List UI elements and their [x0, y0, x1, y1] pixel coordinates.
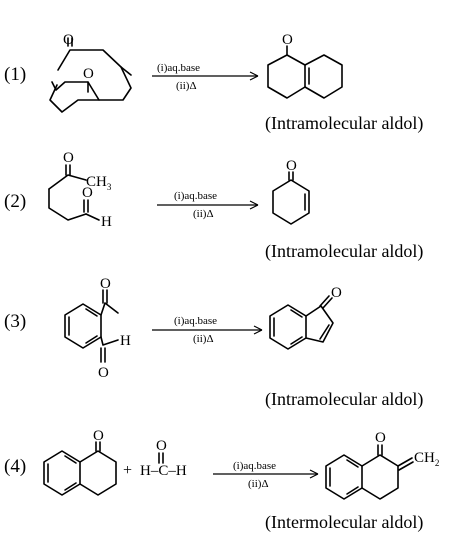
reaction-2-reactant: [48, 164, 100, 221]
reaction-1-reactant-oxygen-b: O: [83, 66, 94, 82]
reaction-4-product-methylene: CH2: [414, 450, 439, 468]
reaction-4-formaldehyde: [158, 452, 164, 464]
reaction-2-condition-2: (ii)Δ: [193, 208, 214, 220]
reaction-1: (1) O O (i)aq.base (ii)Δ O (Intramolecul…: [4, 32, 423, 134]
reaction-1-type: (Intramolecular aldol): [265, 113, 423, 134]
reaction-1-condition-2: (ii)Δ: [176, 80, 197, 92]
reaction-3-condition-2: (ii)Δ: [193, 333, 214, 345]
reaction-3: (3) O H O (i)aq.base (ii)Δ: [4, 276, 423, 410]
reaction-2-number: (2): [4, 191, 26, 212]
reaction-3-reactant-hydrogen: H: [120, 333, 131, 349]
reaction-4-formaldehyde-formula: H–C–H: [140, 463, 187, 479]
reaction-2-reactant-hydrogen: H: [101, 214, 112, 230]
reaction-2-type: (Intramolecular aldol): [265, 241, 423, 262]
reaction-2-reactant-oxygen-a: O: [63, 150, 74, 166]
reaction-2-condition-1: (i)aq.base: [174, 190, 217, 202]
reaction-3-number: (3): [4, 311, 26, 332]
reaction-1-reactant-oxygen-a: O: [63, 32, 74, 48]
reaction-3-condition-1: (i)aq.base: [174, 315, 217, 327]
reaction-1-reactant: [49, 37, 132, 113]
reaction-1-product: [267, 45, 343, 99]
reaction-2: (2) O CH3 O H (i)aq.base (ii)Δ O (Intram…: [4, 150, 423, 262]
reaction-4-plus: +: [123, 462, 132, 479]
reaction-4-product-oxygen: O: [375, 430, 386, 446]
reaction-3-reactant: [64, 289, 119, 363]
reaction-2-reactant-oxygen-b: O: [82, 185, 93, 201]
reaction-3-product: [269, 295, 334, 350]
reaction-2-product-oxygen: O: [286, 158, 297, 174]
reaction-4-number: (4): [4, 456, 26, 477]
reaction-4-product: [325, 444, 414, 500]
reaction-4-formaldehyde-oxygen: O: [156, 438, 167, 454]
reaction-1-condition-1: (i)aq.base: [157, 62, 200, 74]
reaction-4-reactant: [43, 441, 117, 496]
reaction-3-reactant-oxygen-b: O: [98, 365, 109, 381]
reaction-4-reactant-oxygen: O: [93, 428, 104, 444]
reaction-4: (4) O + O H–C–H (i)aq.base (ii)Δ: [4, 428, 439, 533]
reaction-2-product: [272, 171, 310, 225]
reaction-1-number: (1): [4, 64, 26, 85]
reaction-3-reactant-oxygen-a: O: [100, 276, 111, 292]
reaction-2-reactant-methyl: CH3: [86, 174, 112, 192]
reaction-1-product-oxygen: O: [282, 32, 293, 48]
reaction-3-type: (Intramolecular aldol): [265, 389, 423, 410]
reaction-3-product-oxygen: O: [331, 285, 342, 301]
reaction-4-condition-1: (i)aq.base: [233, 460, 276, 472]
reaction-4-type: (Intermolecular aldol): [265, 512, 423, 533]
reaction-4-condition-2: (ii)Δ: [248, 478, 269, 490]
